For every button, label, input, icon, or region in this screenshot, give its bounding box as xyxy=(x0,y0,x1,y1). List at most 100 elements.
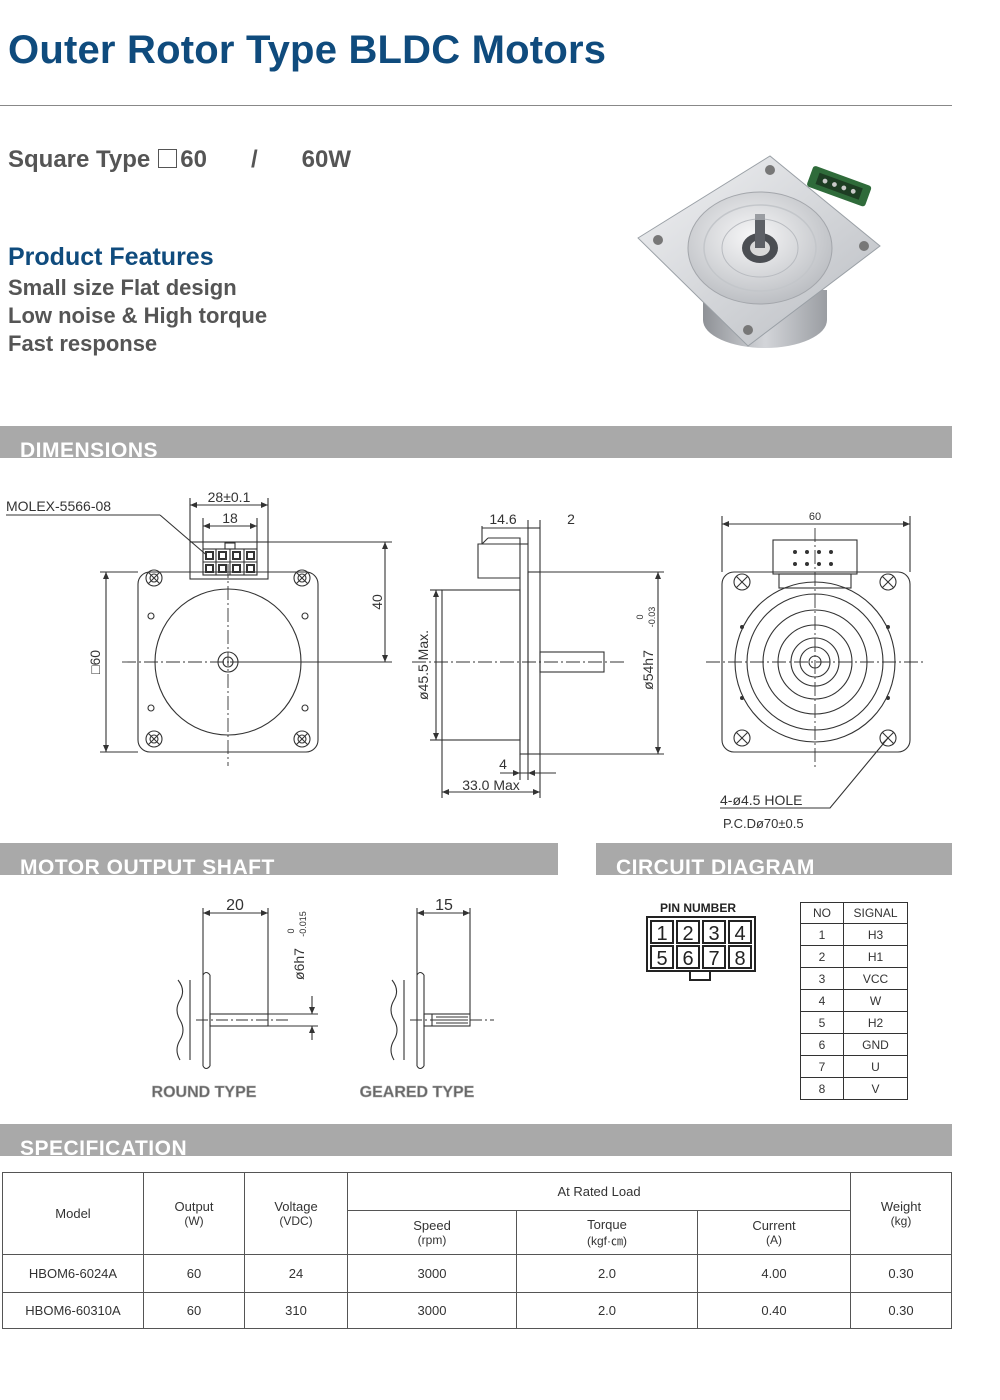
motor-photo xyxy=(637,155,881,348)
shaft-dia: ø6h7 xyxy=(291,948,307,980)
dim-pilot-tol-upper: 0 xyxy=(635,614,645,619)
signal-no: 6 xyxy=(800,1033,844,1056)
spec-section-band: SPECIFICATION xyxy=(0,1124,952,1160)
subtitle-power: 60W xyxy=(301,146,351,173)
subtitle-separator: / xyxy=(250,146,258,173)
spec-section-title: SPECIFICATION xyxy=(20,1137,188,1160)
dim-conn-width: 28±0.1 xyxy=(208,489,251,505)
signal-no: 5 xyxy=(800,1011,844,1034)
dim-back-width: 60 xyxy=(809,511,821,523)
signal-no: 3 xyxy=(800,967,844,990)
spec-header-weight: Weight(kg) xyxy=(850,1172,952,1255)
shaft-round-length: 20 xyxy=(226,897,244,914)
spec-header-model: Model xyxy=(2,1172,144,1255)
circuit-section-title: CIRCUIT DIAGRAM xyxy=(616,856,815,879)
shaft-drawing: 20 15 ø6h7 0 -0.015 ROUND TYPE GEARED TY… xyxy=(151,897,494,1101)
spec-header-voltage-label: Voltage xyxy=(274,1199,318,1214)
connector-label: MOLEX-5566-08 xyxy=(6,498,111,514)
spec-header-weight-unit: (kg) xyxy=(890,1214,912,1228)
feature-item: Small size Flat design xyxy=(8,275,237,300)
signal-name: V xyxy=(843,1077,908,1100)
spec-header-current-label: Current xyxy=(752,1218,796,1233)
spec-speed: 3000 xyxy=(347,1254,517,1293)
title-divider xyxy=(0,105,952,106)
spec-header-speed: Speed(rpm) xyxy=(347,1210,517,1255)
signal-name: H1 xyxy=(843,945,908,968)
dim-pcd: P.C.Dø70±0.5 xyxy=(723,816,804,831)
dim-pilot-tol-lower: -0.03 xyxy=(647,607,657,628)
spec-header-output-unit: (W) xyxy=(184,1214,204,1228)
signal-table-header-signal: SIGNAL xyxy=(843,902,908,924)
spec-speed: 3000 xyxy=(347,1292,517,1329)
spec-voltage: 24 xyxy=(244,1254,348,1293)
signal-no: 1 xyxy=(800,923,844,946)
signal-no: 2 xyxy=(800,945,844,968)
dim-length: 33.0 Max xyxy=(462,777,520,793)
spec-header-voltage: Voltage(VDC) xyxy=(244,1172,348,1255)
spec-header-rated-load: At Rated Load xyxy=(347,1172,851,1211)
spec-header-torque-unit: (kgf·㎝) xyxy=(587,1233,627,1248)
dim-conn-inner: 18 xyxy=(222,510,238,526)
spec-header-voltage-unit: (VDC) xyxy=(279,1214,313,1228)
dim-square-60: □60 xyxy=(87,650,103,674)
dim-holes: 4-ø4.5 HOLE xyxy=(720,792,802,808)
feature-item: Low noise & High torque xyxy=(8,303,268,328)
dim-pilot-dia: ø54h7 xyxy=(640,650,656,690)
signal-name: H2 xyxy=(843,1011,908,1034)
dim-body-dia: ø45.5 Max. xyxy=(415,630,431,700)
spec-header-speed-unit: (rpm) xyxy=(417,1233,447,1247)
shaft-section-band: MOTOR OUTPUT SHAFT xyxy=(0,843,558,878)
geared-type-label: GEARED TYPE xyxy=(360,1084,475,1101)
feature-item: Fast response xyxy=(8,331,158,356)
features-list: Small size Flat design Low noise & High … xyxy=(8,274,267,358)
signal-name: U xyxy=(843,1055,908,1078)
pin-diagram: PIN NUMBER 1 2 3 4 5 6 7 8 xyxy=(646,901,756,981)
pin-3: 3 xyxy=(708,923,719,945)
circuit-section-band: CIRCUIT DIAGRAM xyxy=(596,843,952,879)
features-heading: Product Features xyxy=(8,243,214,271)
dim-side-14: 14.6 xyxy=(489,511,516,527)
spec-header-torque: Torque(kgf·㎝) xyxy=(516,1210,698,1255)
page-title: Outer Rotor Type BLDC Motors xyxy=(8,28,607,72)
spec-voltage: 310 xyxy=(244,1292,348,1329)
pin-8: 8 xyxy=(734,948,745,970)
signal-name: H3 xyxy=(843,923,908,946)
spec-current: 4.00 xyxy=(697,1254,851,1293)
spec-header-output-label: Output xyxy=(174,1199,214,1214)
signal-no: 8 xyxy=(800,1077,844,1100)
pin-5: 5 xyxy=(656,948,667,970)
signal-name: GND xyxy=(843,1033,908,1056)
spec-header-current-unit: (A) xyxy=(766,1233,782,1247)
square-symbol-icon xyxy=(158,149,178,168)
spec-header-model-label: Model xyxy=(55,1206,91,1221)
spec-header-output: Output(W) xyxy=(143,1172,245,1255)
pin-6: 6 xyxy=(682,948,693,970)
round-type-label: ROUND TYPE xyxy=(152,1084,257,1101)
spec-row: HBOM6-6024A 60 24 3000 2.0 4.00 0.30 xyxy=(2,1254,952,1293)
spec-output: 60 xyxy=(143,1254,245,1293)
dim-side-4: 4 xyxy=(499,756,507,772)
signal-name: VCC xyxy=(843,967,908,990)
spec-header-speed-label: Speed xyxy=(413,1218,451,1233)
product-features: Product Features Small size Flat design … xyxy=(8,243,267,358)
shaft-tol-lower: -0.015 xyxy=(298,911,308,937)
signal-name: W xyxy=(843,989,908,1012)
spec-torque: 2.0 xyxy=(516,1254,698,1293)
spec-weight: 0.30 xyxy=(850,1292,952,1329)
spec-header-weight-label: Weight xyxy=(880,1199,922,1214)
spec-torque: 2.0 xyxy=(516,1292,698,1329)
dimensions-section-title: DIMENSIONS xyxy=(20,439,159,462)
dimensions-section-band: DIMENSIONS xyxy=(0,426,952,462)
pin-4: 4 xyxy=(734,923,745,945)
spec-weight: 0.30 xyxy=(850,1254,952,1293)
dimension-drawing: MOLEX-5566-08 28±0.1 18 40 □60 14.6 2 ø4… xyxy=(6,489,926,831)
